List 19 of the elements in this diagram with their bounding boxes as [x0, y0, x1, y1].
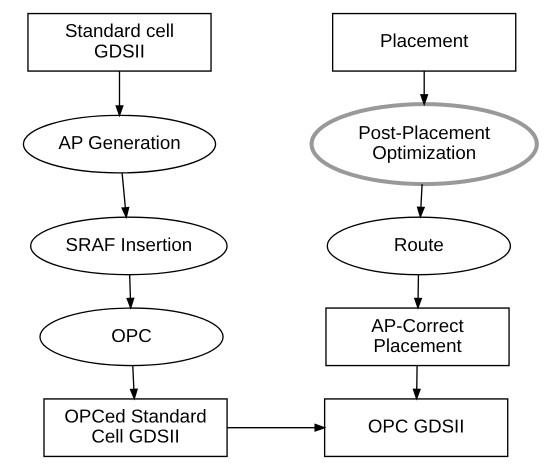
arrow [120, 173, 130, 220]
arrow [413, 274, 422, 310]
arrow [126, 274, 134, 310]
node-box: OPC GDSII [323, 398, 508, 458]
arrow [114, 71, 124, 118]
arrow [227, 424, 326, 432]
arrow [416, 184, 425, 219]
node-ellipse: AP Generation [22, 114, 216, 174]
node-ellipse: SRAF Insertion [29, 216, 228, 276]
node-box: AP-Correct Placement [324, 307, 510, 366]
node-ellipse: OPC [38, 307, 224, 366]
arrow [419, 71, 428, 106]
arrow [412, 366, 420, 401]
node-box: Standard cell GDSII [26, 12, 212, 72]
node-box: OPCed Standard Cell GDSII [42, 398, 228, 458]
node-ellipse: Post-Placement Optimization [309, 102, 538, 186]
arrow [129, 366, 138, 401]
node-ellipse: Route [326, 216, 511, 276]
node-box: Placement [331, 12, 516, 72]
